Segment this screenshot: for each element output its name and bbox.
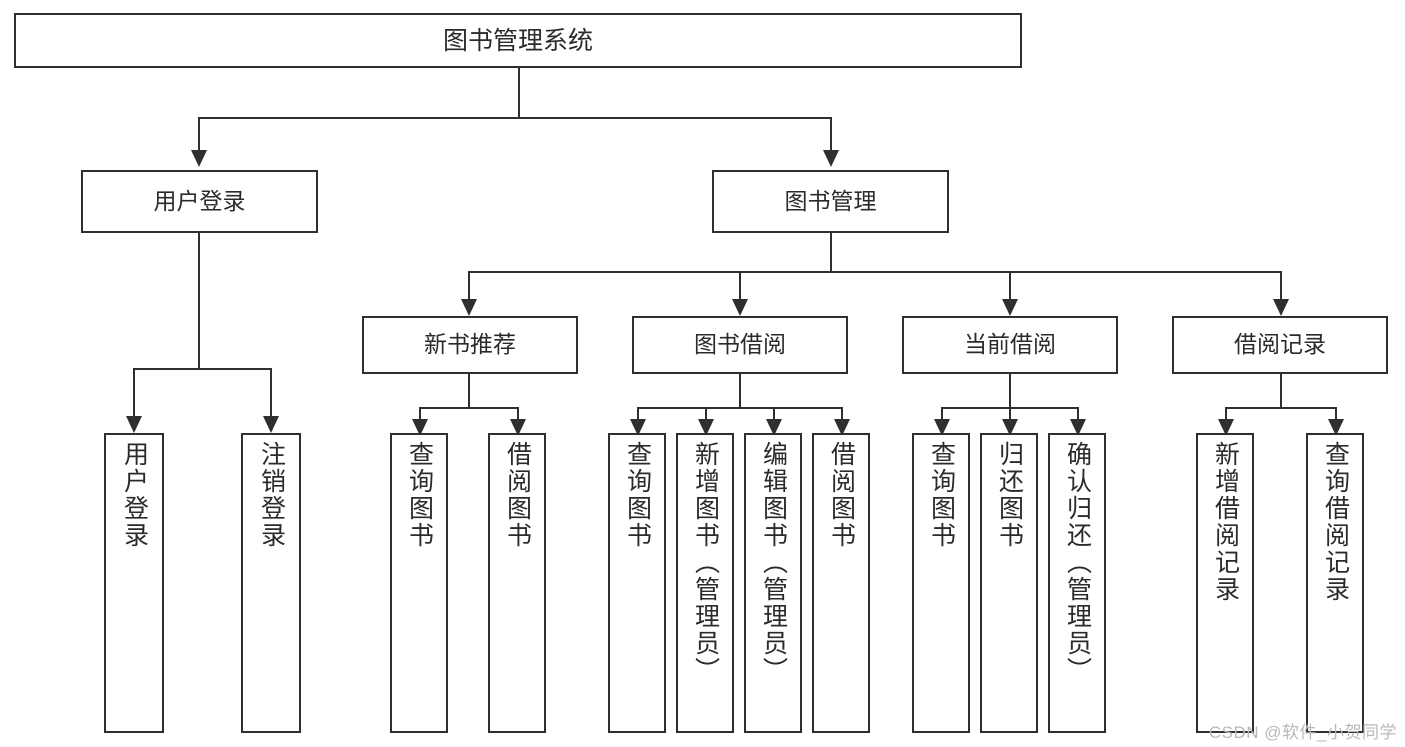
node-label: 查询借阅记录 [1321,441,1350,603]
node-label: 借阅记录 [1234,331,1326,358]
node-label: 编辑图书（管理员） [759,441,788,684]
node-book-management[interactable]: 图书管理 [712,170,949,233]
connector-book-manage-to-current-borrow [1009,271,1011,299]
connector-borrow-record-bus [1225,407,1335,409]
leaf-book-borrow-query-book[interactable]: 查询图书 [608,433,666,733]
node-new-book-recommend[interactable]: 新书推荐 [362,316,578,374]
leaf-book-borrow-add-book-admin[interactable]: 新增图书（管理员） [676,433,734,733]
node-label: 查询图书 [623,441,652,549]
leaf-new-book-query-book[interactable]: 查询图书 [390,433,448,733]
connector-root-stem [518,68,520,117]
node-label: 确认归还（管理员） [1063,441,1092,684]
leaf-borrow-record-query-record[interactable]: 查询借阅记录 [1306,433,1364,733]
connector-book-manage-to-book-borrow [739,271,741,299]
arrow-user-login-to-leaf-2 [263,416,279,433]
node-label: 图书管理 [784,187,877,214]
node-label: 用户登录 [153,187,246,214]
connector-book-manage-bus [468,271,1280,273]
connector-borrow-record-to-leaf-2 [1335,407,1337,419]
node-label: 借阅图书 [503,441,532,549]
node-root-system[interactable]: 图书管理系统 [14,13,1022,68]
connector-new-book-to-leaf-2 [517,407,519,419]
node-current-borrow[interactable]: 当前借阅 [902,316,1118,374]
leaf-current-borrow-query-book[interactable]: 查询图书 [912,433,970,733]
connector-book-manage-to-new-book [468,271,470,299]
arrow-book-borrow-to-leaf-1 [630,419,646,436]
connector-book-borrow-to-leaf-3 [773,407,775,419]
connector-borrow-record-to-leaf-1 [1225,407,1227,419]
connector-book-borrow-to-leaf-4 [841,407,843,419]
node-label: 借阅图书 [827,441,856,549]
watermark: CSDN @软件_小贺同学 [1208,723,1397,742]
arrow-book-manage-to-borrow-record [1273,299,1289,316]
arrow-book-borrow-to-leaf-3 [766,419,782,436]
arrow-borrow-record-to-leaf-2 [1328,419,1344,436]
connector-current-borrow-to-leaf-3 [1077,407,1079,419]
connector-book-borrow-bus [637,407,841,409]
connector-book-borrow-to-leaf-1 [637,407,639,419]
connector-book-borrow-stem [739,374,741,407]
arrow-new-book-to-leaf-1 [412,419,428,436]
node-user-login[interactable]: 用户登录 [81,170,318,233]
connector-book-manage-stem [830,233,832,271]
node-label: 图书管理系统 [442,26,593,55]
node-label: 新增借阅记录 [1211,441,1240,603]
node-label: 新增图书（管理员） [691,441,720,684]
connector-borrow-record-stem [1280,374,1282,407]
connector-user-login-stem [198,233,200,368]
connector-new-book-bus [419,407,517,409]
connector-current-borrow-to-leaf-2 [1009,407,1011,419]
node-label: 查询图书 [405,441,434,549]
connector-user-login-to-leaf-1 [133,368,135,416]
leaf-current-borrow-return-book[interactable]: 归还图书 [980,433,1038,733]
arrow-book-manage-to-new-book [461,299,477,316]
node-book-borrow[interactable]: 图书借阅 [632,316,848,374]
leaf-user-login-login[interactable]: 用户登录 [104,433,164,733]
connector-user-login-to-leaf-2 [270,368,272,416]
connector-current-borrow-to-leaf-1 [941,407,943,419]
connector-new-book-stem [468,374,470,407]
leaf-new-book-borrow-book[interactable]: 借阅图书 [488,433,546,733]
leaf-book-borrow-edit-book-admin[interactable]: 编辑图书（管理员） [744,433,802,733]
arrow-user-login-to-leaf-1 [126,416,142,433]
connector-root-to-book-manage [830,117,832,150]
arrow-current-borrow-to-leaf-1 [934,419,950,436]
arrow-current-borrow-to-leaf-2 [1002,419,1018,436]
arrow-book-manage-to-current-borrow [1002,299,1018,316]
connector-user-login-bus [133,368,270,370]
leaf-book-borrow-borrow-book[interactable]: 借阅图书 [812,433,870,733]
connector-book-manage-to-borrow-record [1280,271,1282,299]
node-label: 用户登录 [120,441,149,549]
connector-current-borrow-stem [1009,374,1011,407]
arrow-book-manage-to-book-borrow [732,299,748,316]
arrow-borrow-record-to-leaf-1 [1218,419,1234,436]
arrow-current-borrow-to-leaf-3 [1070,419,1086,436]
node-label: 归还图书 [995,441,1024,549]
node-label: 新书推荐 [424,331,516,358]
arrow-book-borrow-to-leaf-2 [698,419,714,436]
arrow-root-to-book-manage [823,150,839,167]
arrow-root-to-user-login [191,150,207,167]
node-label: 图书借阅 [694,331,786,358]
connector-root-bus [198,117,830,119]
arrow-book-borrow-to-leaf-4 [834,419,850,436]
leaf-current-borrow-confirm-return-admin[interactable]: 确认归还（管理员） [1048,433,1106,733]
node-label: 注销登录 [257,441,286,549]
node-borrow-record[interactable]: 借阅记录 [1172,316,1388,374]
connector-new-book-to-leaf-1 [419,407,421,419]
leaf-borrow-record-add-record[interactable]: 新增借阅记录 [1196,433,1254,733]
arrow-new-book-to-leaf-2 [510,419,526,436]
leaf-user-login-logout[interactable]: 注销登录 [241,433,301,733]
connector-book-borrow-to-leaf-2 [705,407,707,419]
connector-root-to-user-login [198,117,200,150]
node-label: 当前借阅 [964,331,1056,358]
node-label: 查询图书 [927,441,956,549]
